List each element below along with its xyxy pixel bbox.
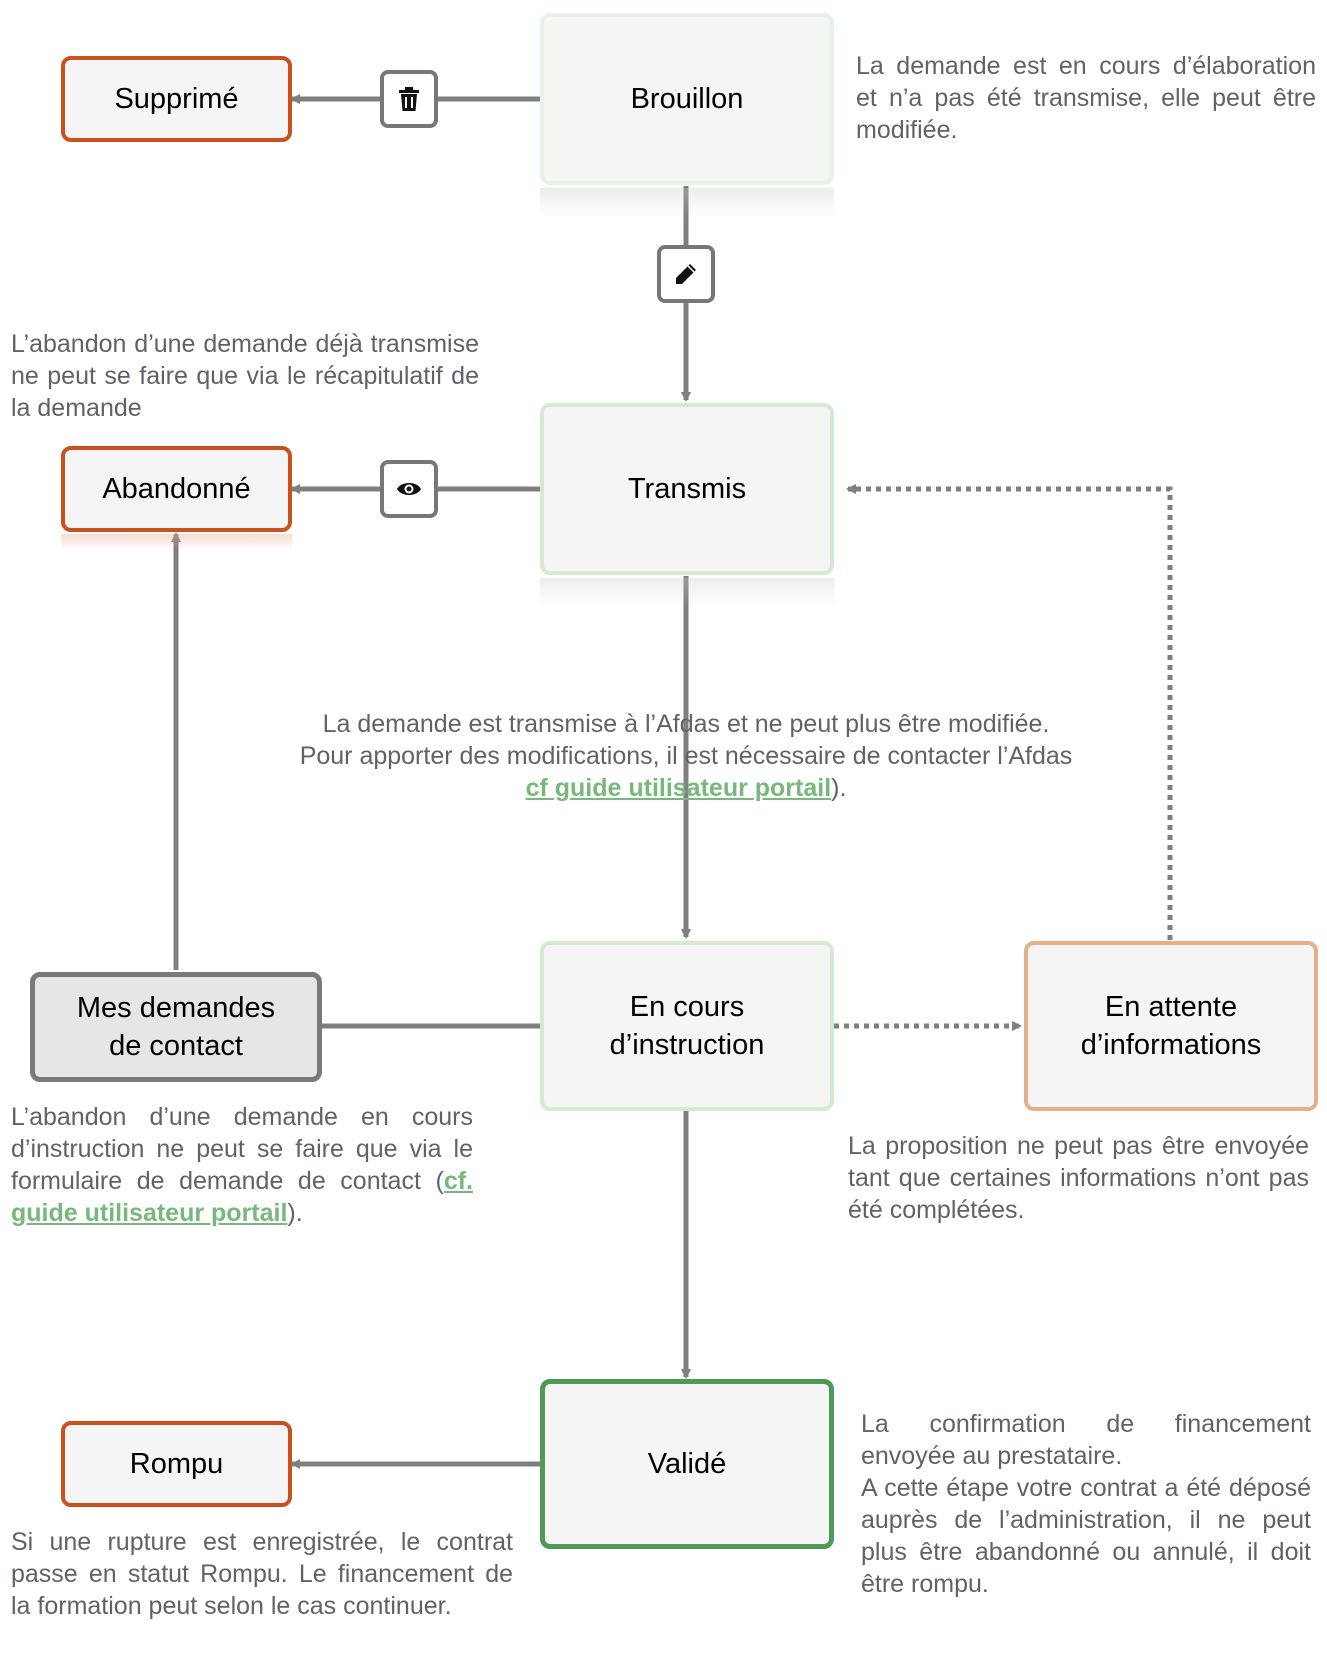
transmis-shadow (540, 578, 834, 608)
status-valide: Validé (540, 1379, 834, 1549)
status-rompu-label: Rompu (129, 1448, 224, 1480)
note-transmis-suffix: ). (831, 774, 847, 802)
status-transmis: Transmis (540, 403, 834, 575)
trash-icon (399, 87, 419, 111)
note-abandon-transmis: L’abandon d’une demande déjà transmise n… (11, 330, 479, 422)
note-abandon-instruction: L’abandon d’une demande en cours d’instr… (11, 1101, 473, 1229)
status-instruction: En cours d’instruction (540, 941, 834, 1111)
status-brouillon-label: Brouillon (630, 83, 744, 115)
status-instruction-label: En cours d’instruction (609, 991, 765, 1061)
note-brouillon: La demande est en cours d’élaboration et… (856, 52, 1316, 144)
note-transmis-line2: Pour apporter des modifications, il est … (299, 742, 1073, 770)
arrow-attente-to-transmis (846, 484, 1173, 940)
status-supprime: Supprimé (61, 56, 292, 142)
status-attente: En attente d’informations (1024, 941, 1318, 1111)
status-abandonne: Abandonné (61, 446, 292, 532)
note-abandon-instruction-suffix: ). (287, 1199, 303, 1227)
note-transmis-line3: cf guide utilisateur portail). (230, 772, 1142, 804)
delete-action[interactable] (380, 70, 438, 128)
note-attente: La proposition ne peut pas être envoyée … (848, 1132, 1309, 1224)
note-abandon-instruction-text: L’abandon d’une demande en cours d’instr… (11, 1103, 473, 1195)
note-abandon-instruction-prefix: ( (435, 1167, 444, 1195)
status-supprime-label: Supprimé (114, 83, 239, 115)
status-valide-label: Validé (647, 1448, 727, 1480)
note-valide-p2: A cette étape votre contrat a été déposé… (861, 1474, 1311, 1598)
note-transmis-line1: La demande est transmise à l’Afdas et ne… (322, 710, 1050, 738)
view-action[interactable] (380, 460, 438, 518)
note-rompu: Si une rupture est enregistrée, le contr… (11, 1528, 513, 1620)
note-transmis: La demande est transmise à l’Afdas et ne… (230, 708, 1142, 804)
status-brouillon: Brouillon (540, 13, 834, 185)
abandonne-shadow (61, 534, 292, 550)
eye-icon (397, 483, 421, 495)
brouillon-shadow (540, 188, 834, 218)
status-abandonne-label: Abandonné (102, 473, 251, 505)
note-valide-p1: La confirmation de financement envoyée a… (861, 1410, 1311, 1470)
status-contact: Mes demandes de contact (30, 972, 322, 1082)
status-contact-label: Mes demandes de contact (76, 992, 276, 1062)
pencil-icon (676, 264, 696, 284)
guide-link-transmis[interactable]: cf guide utilisateur portail (525, 774, 832, 802)
status-transmis-label: Transmis (627, 473, 747, 505)
guide-link-instruction[interactable]: cf. guide utilisateur portail (11, 1167, 473, 1227)
status-rompu: Rompu (61, 1421, 292, 1507)
note-valide: La confirmation de financement envoyée a… (861, 1408, 1311, 1600)
status-attente-label: En attente d’informations (1080, 991, 1262, 1061)
edit-action[interactable] (657, 245, 715, 303)
